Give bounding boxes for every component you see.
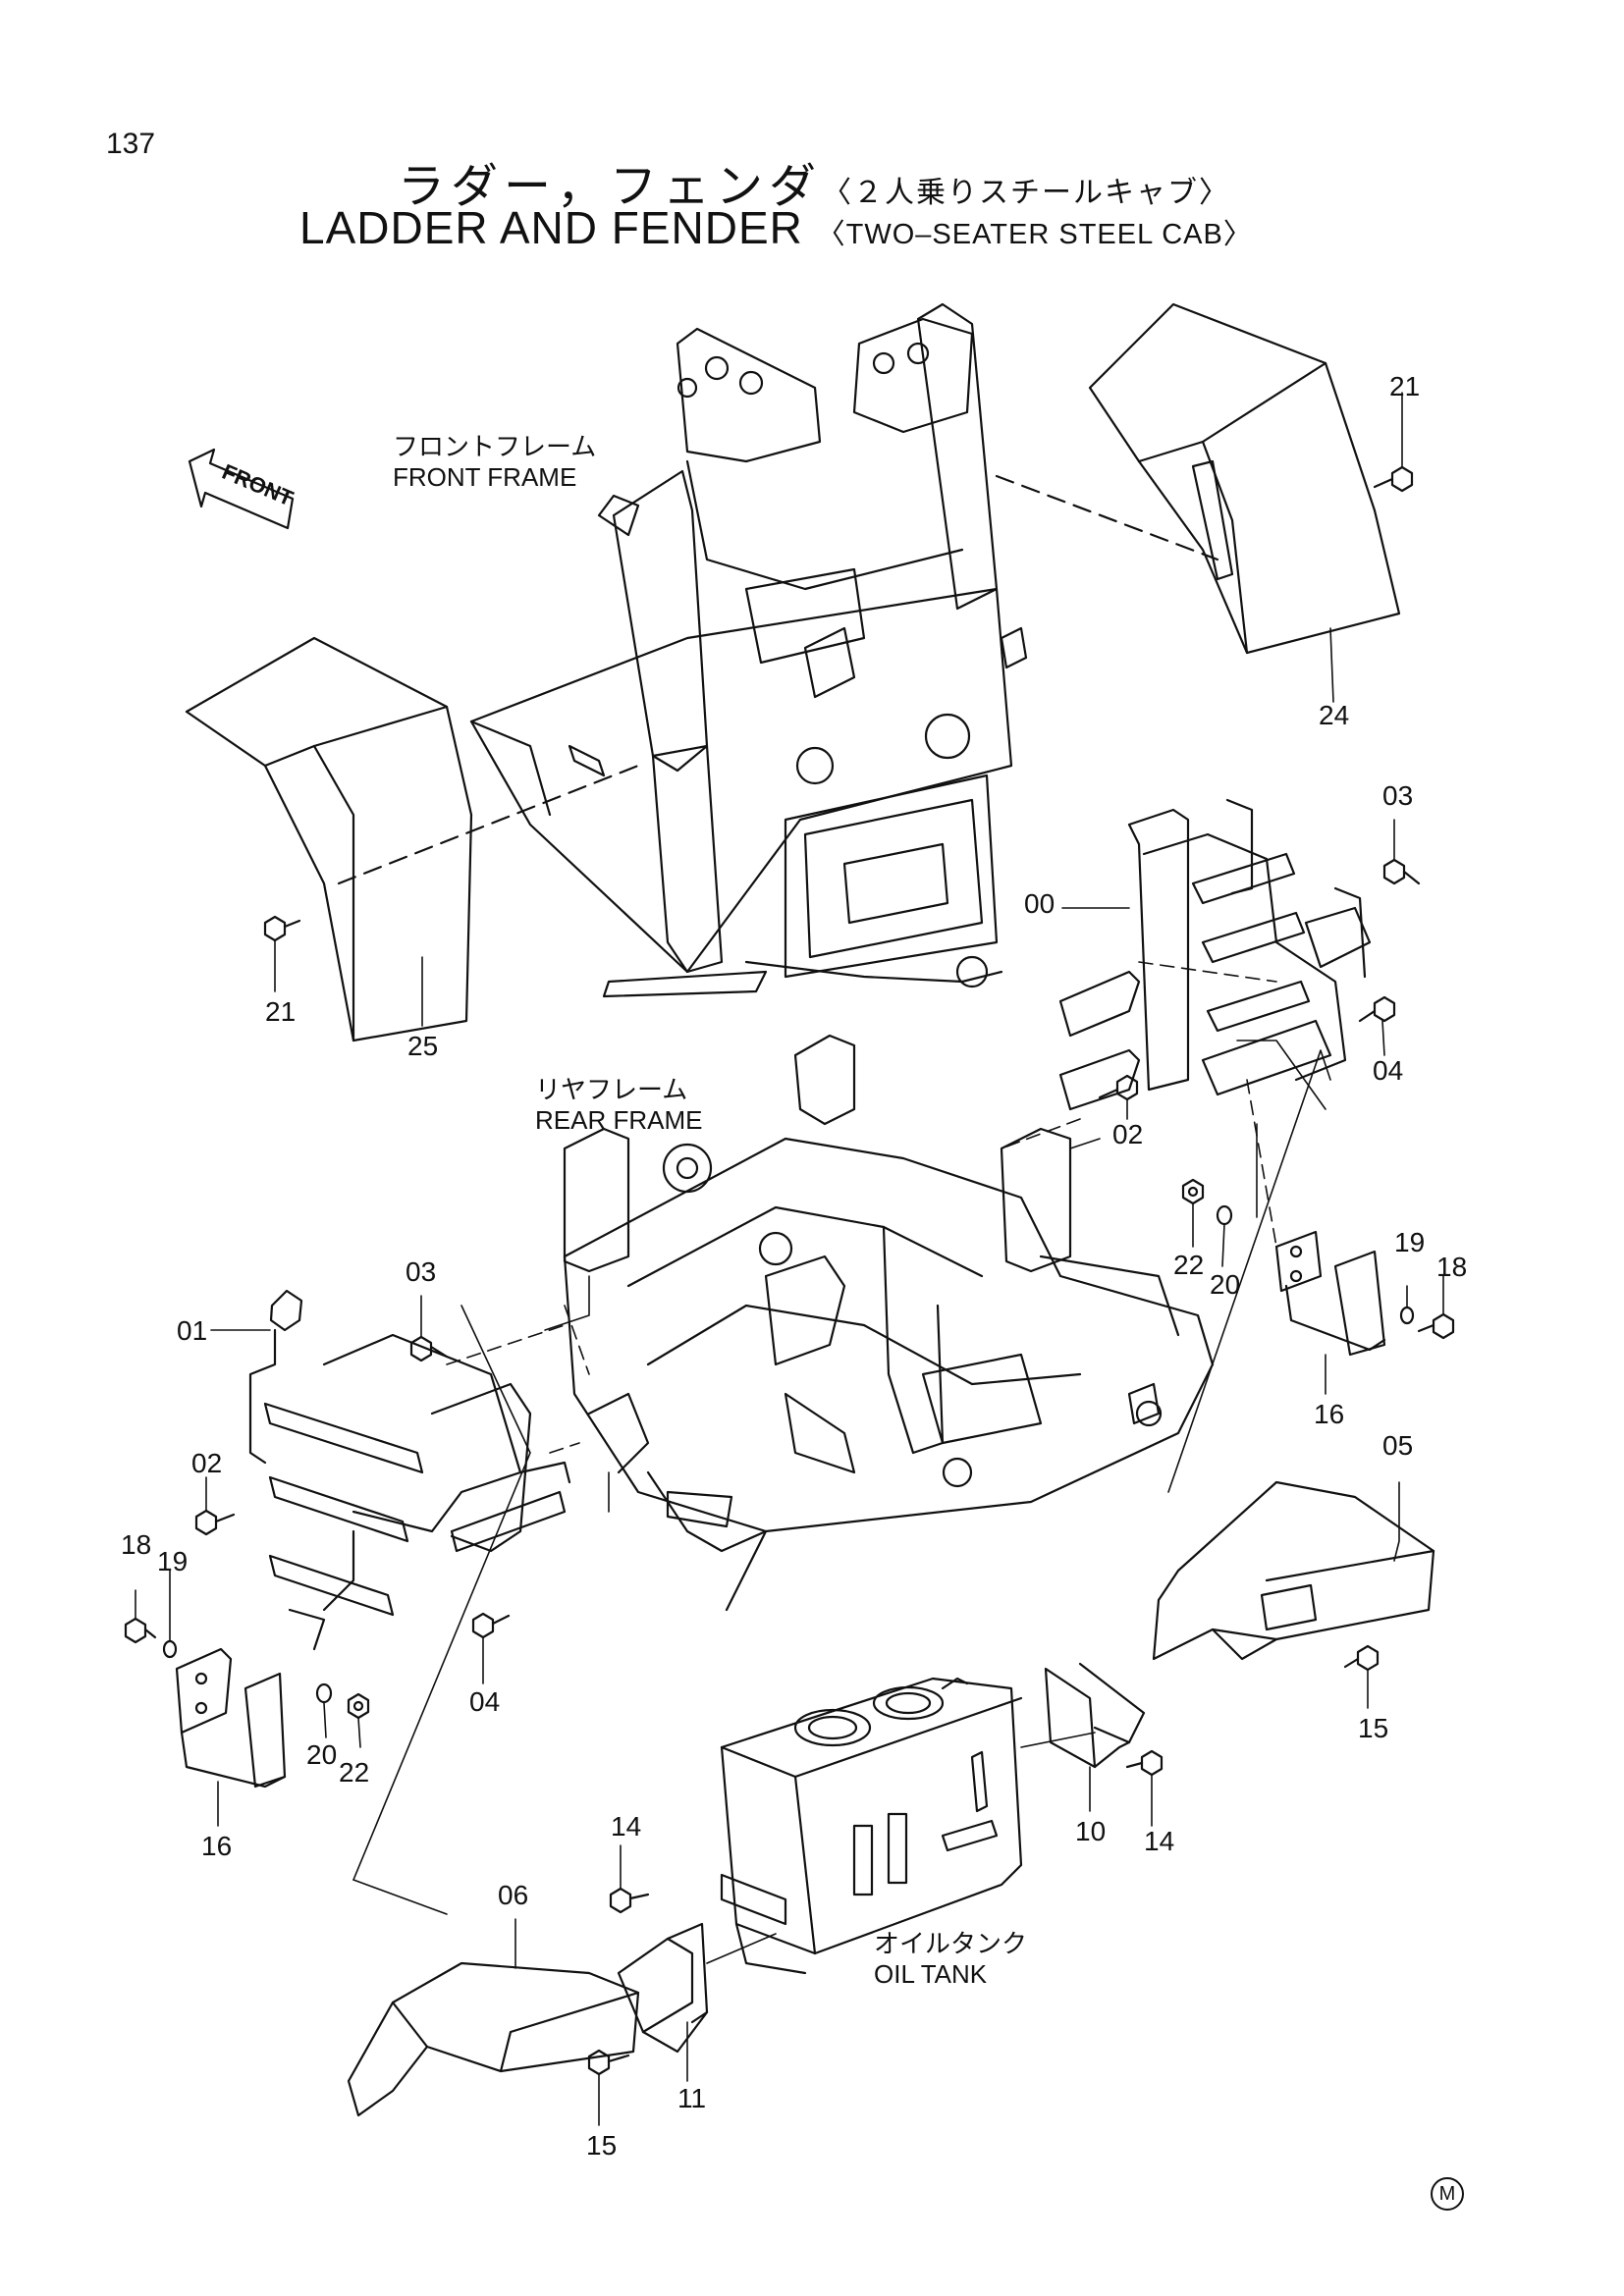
oil-tank-label-jp: オイルタンク — [874, 1929, 1028, 1958]
callout-number: 18 — [1436, 1252, 1468, 1282]
callout-number: 14 — [611, 1811, 642, 1842]
callout-number: 24 — [1319, 700, 1350, 730]
callout-number: 22 — [339, 1757, 370, 1788]
fastener-washer-19-right-icon — [1399, 1306, 1415, 1325]
fender-24-drawing — [995, 302, 1401, 655]
fastener-nut-22-left-icon — [347, 1692, 370, 1720]
fastener-bolt-21-right-icon — [1373, 465, 1414, 493]
fastener-bolt-04-right-icon — [1358, 995, 1396, 1023]
corner-mark-badge: M — [1431, 2177, 1464, 2211]
callout-number: 16 — [201, 1831, 233, 1861]
fastener-bolt-04-left-icon — [471, 1612, 511, 1639]
callout-number: 25 — [407, 1031, 439, 1061]
callout-number: 05 — [1382, 1430, 1414, 1461]
fastener-bolt-02-left-icon — [194, 1509, 236, 1536]
callout-number: 01 — [177, 1315, 208, 1346]
title-en-sub: 〈TWO–SEATER STEEL CAB〉 — [816, 219, 1253, 250]
callout-number: 16 — [1314, 1399, 1345, 1429]
oil-tank-drawing — [720, 1677, 1023, 1975]
callout-number: 18 — [121, 1529, 152, 1560]
fender-25-drawing — [185, 636, 640, 1042]
callout-number: 03 — [1382, 780, 1414, 811]
fastener-bolt-02-right-icon — [1098, 1074, 1139, 1101]
callout-number: 14 — [1144, 1826, 1175, 1856]
fender-05-drawing — [1152, 1480, 1435, 1661]
callout-number: 21 — [265, 996, 297, 1027]
callout-number: 19 — [1394, 1227, 1426, 1257]
title-japanese: ラダー，フェンダ〈２人乗りスチールキャブ〉 — [398, 147, 1230, 216]
oil-tank-label: オイルタンク OIL TANK — [874, 1929, 1027, 1990]
bracket-11-drawing — [617, 1922, 709, 2054]
fastener-bolt-03-right-icon — [1382, 858, 1421, 885]
front-frame-label-en: FRONT FRAME — [393, 462, 577, 493]
front-frame-label-jp: フロントフレーム — [393, 432, 597, 461]
fastener-washer-19-left-icon — [162, 1639, 178, 1659]
title-en-main: LADDER AND FENDER — [299, 202, 803, 253]
bracket-16-right-drawing — [1274, 1230, 1386, 1357]
rear-frame-label: リヤフレーム REAR FRAME — [535, 1075, 702, 1136]
callout-number: 21 — [1389, 371, 1421, 401]
callout-number: 20 — [306, 1739, 338, 1770]
fastener-washer-20-left-icon — [315, 1682, 333, 1704]
rear-frame-label-en: REAR FRAME — [535, 1105, 703, 1136]
ladder-01-drawing — [248, 1289, 571, 1651]
callout-number: 19 — [157, 1546, 189, 1576]
title-jp-main: ラダー，フェンダ — [398, 159, 823, 214]
ladder-00-drawing — [1058, 798, 1372, 1111]
fastener-bolt-18-left-icon — [124, 1617, 157, 1644]
front-arrow-icon: FRONT — [188, 448, 298, 530]
bracket-10-drawing — [1044, 1662, 1146, 1769]
rear-frame-label-jp: リヤフレーム — [535, 1075, 688, 1104]
callout-number: 00 — [1024, 888, 1056, 919]
callout-number: 06 — [498, 1880, 529, 1910]
callout-number: 22 — [1173, 1250, 1205, 1280]
callout-number: 15 — [586, 2130, 618, 2161]
assembly-leader-lines — [135, 392, 1444, 2126]
callout-number: 02 — [191, 1448, 223, 1478]
fender-06-drawing — [347, 1961, 640, 2117]
fastener-bolt-15-left-icon — [587, 2049, 630, 2076]
fastener-bolt-18-right-icon — [1417, 1312, 1455, 1340]
fastener-bolt-15-right-icon — [1343, 1644, 1380, 1672]
rear-frame-drawing — [563, 1034, 1215, 1612]
dashed-assembly-lines — [446, 961, 1277, 1454]
callout-number: 04 — [1373, 1055, 1404, 1086]
fastener-bolt-14-left-icon — [609, 1887, 650, 1914]
callout-number: 02 — [1112, 1119, 1144, 1149]
bracket-16-left-drawing — [175, 1647, 287, 1789]
callout-number: 10 — [1075, 1816, 1107, 1846]
front-frame-drawing — [469, 302, 1028, 998]
title-english: LADDER AND FENDER 〈TWO–SEATER STEEL CAB〉 — [299, 201, 1253, 254]
callout-number: 04 — [469, 1686, 501, 1717]
oil-tank-label-en: OIL TANK — [874, 1959, 988, 1990]
fastener-nut-22-right-icon — [1181, 1178, 1205, 1205]
fastener-washer-20-right-icon — [1216, 1204, 1233, 1226]
callout-number: 15 — [1358, 1713, 1389, 1743]
callout-number: 03 — [406, 1256, 437, 1287]
page-number: 137 — [106, 128, 156, 160]
title-jp-sub: 〈２人乗りスチールキャブ〉 — [822, 176, 1231, 210]
fastener-bolt-14-right-icon — [1125, 1749, 1164, 1777]
callout-number: 11 — [677, 2083, 707, 2113]
fastener-bolt-21-left-icon — [263, 915, 301, 942]
front-frame-label: フロントフレーム FRONT FRAME — [393, 432, 596, 493]
callout-number: 20 — [1210, 1269, 1241, 1300]
